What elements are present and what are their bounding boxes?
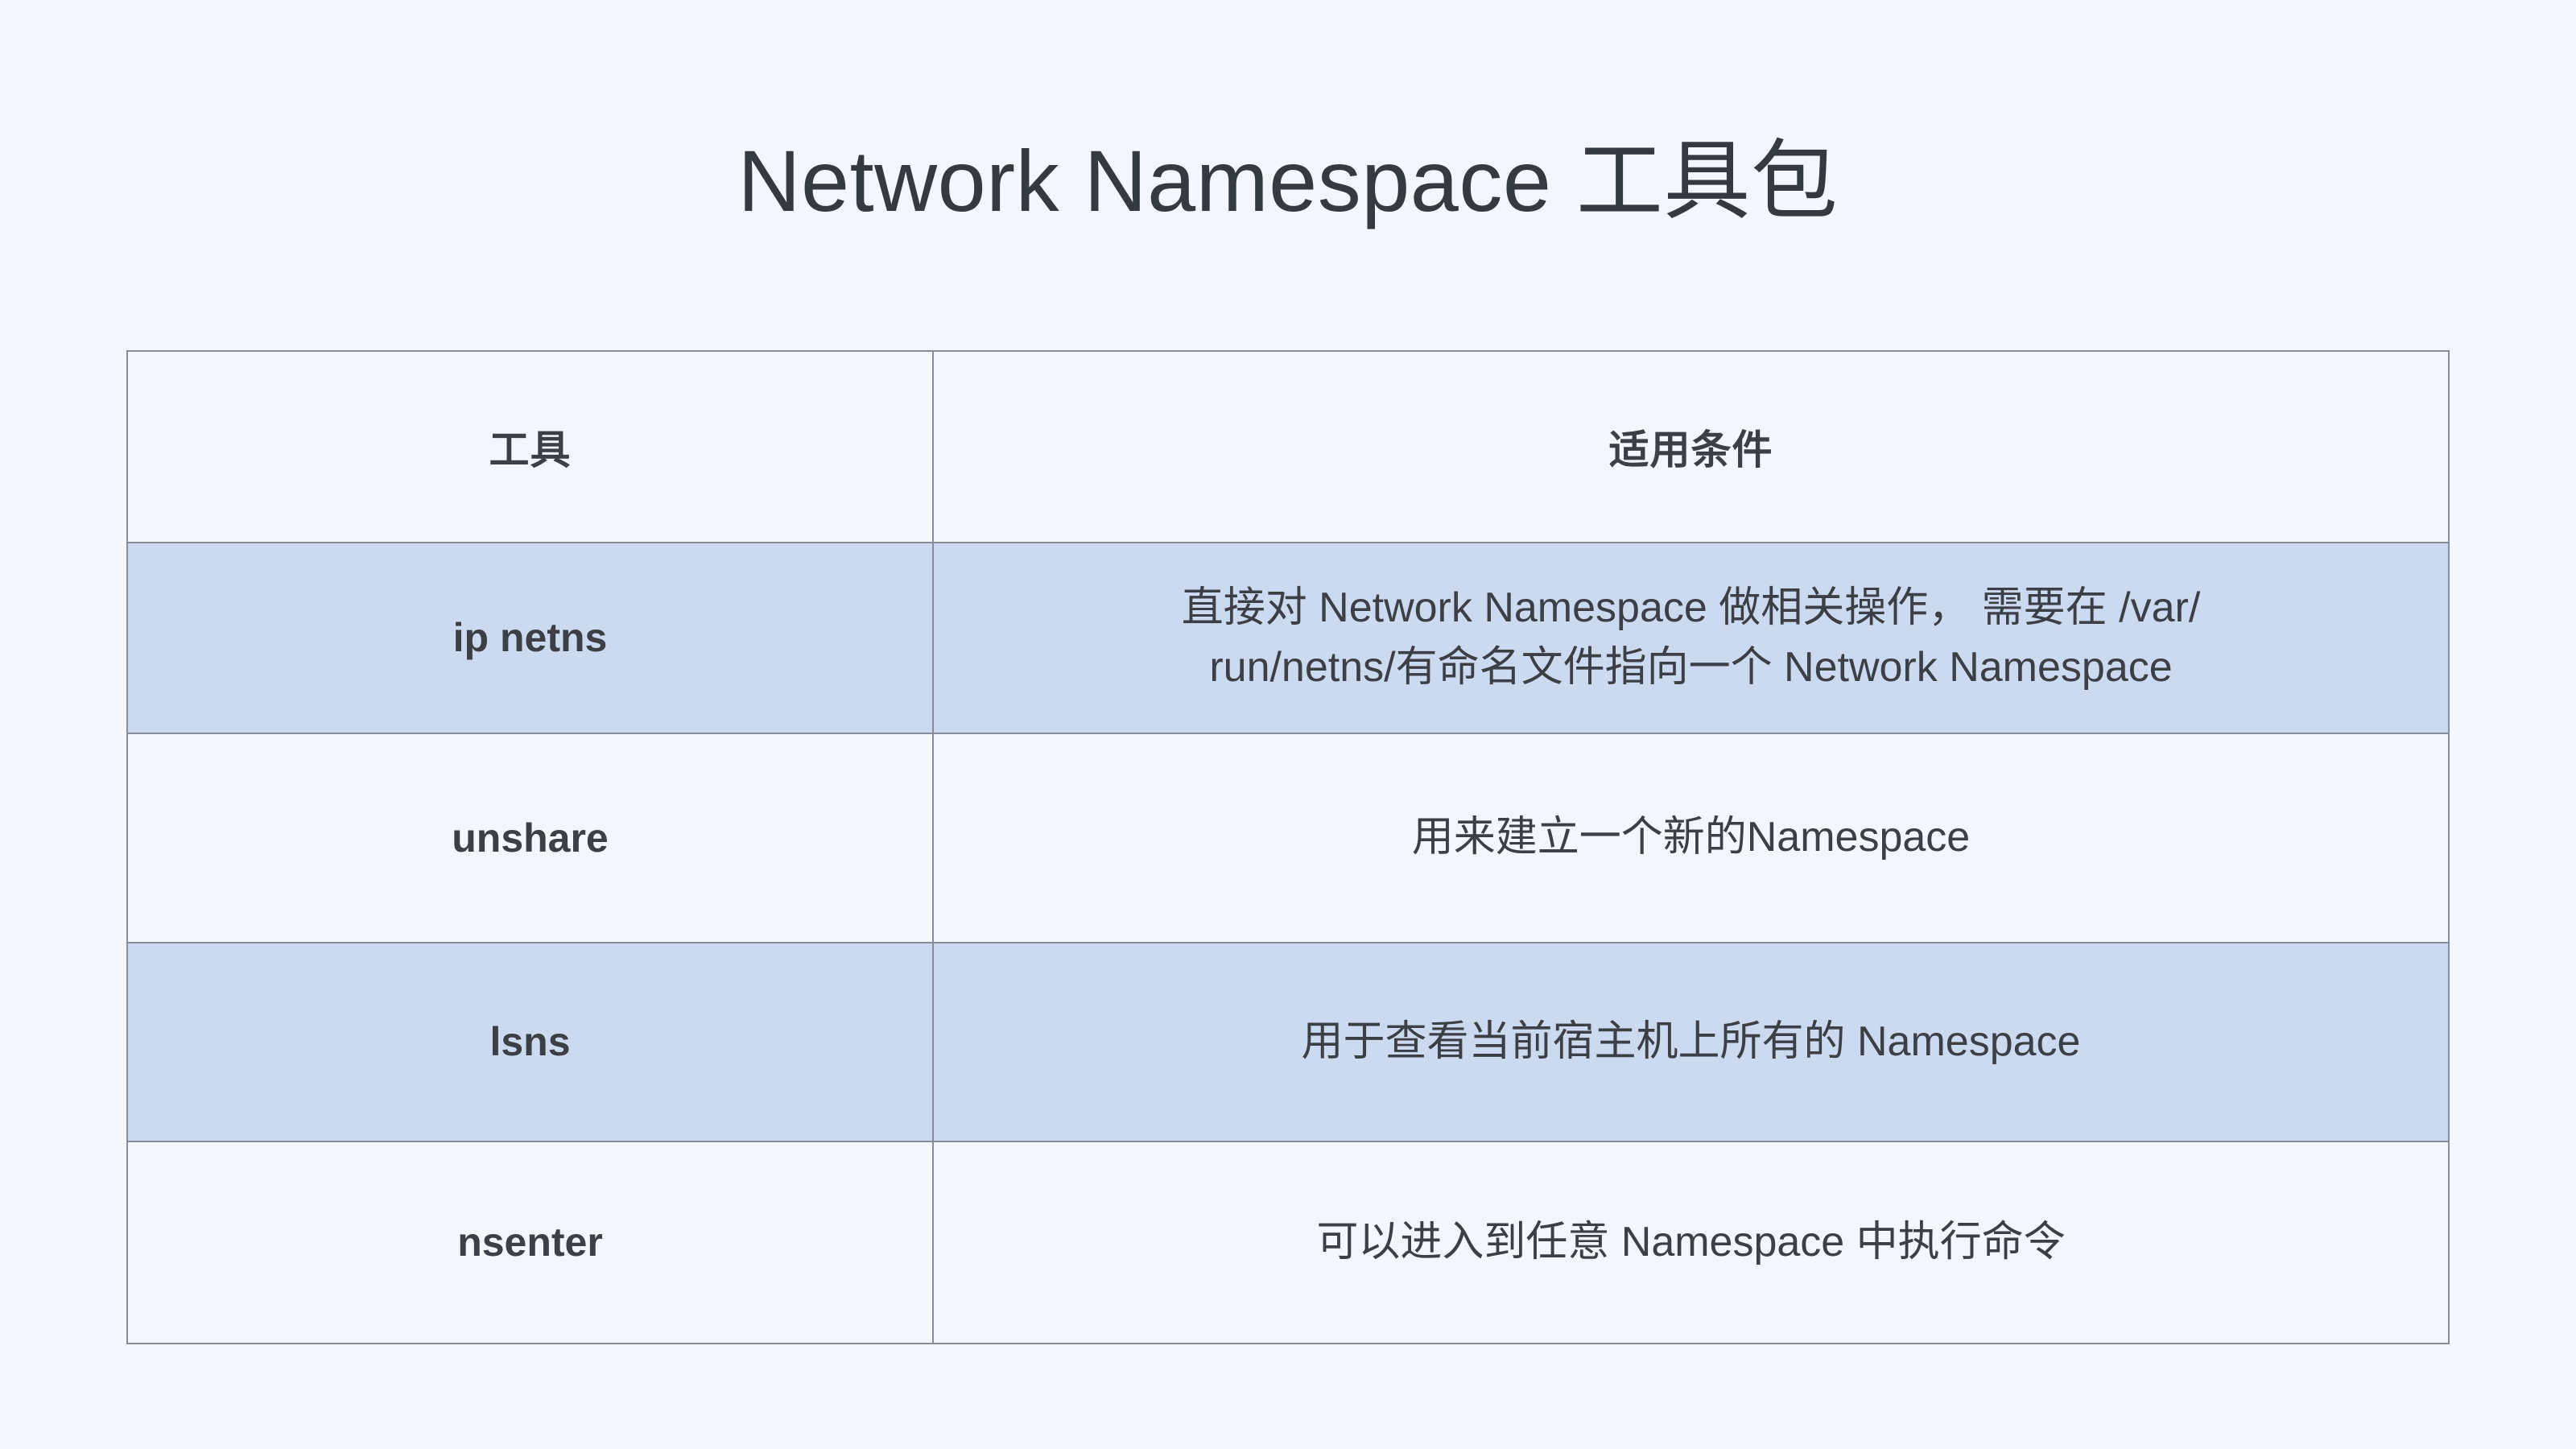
cell-tool-name: unshare	[126, 733, 934, 943]
table-row: nsenter 可以进入到任意 Namespace 中执行命令	[126, 1141, 2450, 1344]
table-body: ip netns 直接对 Network Namespace 做相关操作， 需要…	[126, 542, 2450, 1344]
cell-condition: 可以进入到任意 Namespace 中执行命令	[932, 1141, 2450, 1344]
page-title: Network Namespace 工具包	[737, 132, 1839, 230]
condition-line-2: run/netns/有命名文件指向一个 Network Namespace	[1209, 643, 2173, 691]
condition-line-1: 用来建立一个新的Namespace	[1411, 814, 1971, 861]
table-header-row: 工具 适用条件	[126, 350, 2450, 543]
condition-line-1: 直接对 Network Namespace 做相关操作， 需要在 /var/	[1181, 584, 2201, 631]
cell-condition: 直接对 Network Namespace 做相关操作， 需要在 /var/ r…	[932, 542, 2450, 734]
condition-line-1: 可以进入到任意 Namespace 中执行命令	[1316, 1218, 2066, 1265]
cell-tool-name: ip netns	[126, 542, 934, 734]
table-row: lsns 用于查看当前宿主机上所有的 Namespace	[126, 942, 2450, 1142]
cell-condition: 用于查看当前宿主机上所有的 Namespace	[932, 942, 2450, 1142]
table-header: 工具 适用条件	[126, 350, 2450, 543]
column-header-tool: 工具	[126, 350, 934, 543]
condition-line-1: 用于查看当前宿主机上所有的 Namespace	[1301, 1018, 2081, 1065]
table-row: ip netns 直接对 Network Namespace 做相关操作， 需要…	[126, 542, 2450, 734]
cell-condition: 用来建立一个新的Namespace	[932, 733, 2450, 943]
column-header-condition: 适用条件	[932, 350, 2450, 543]
cell-tool-name: lsns	[126, 942, 934, 1142]
namespace-tool-table: 工具 适用条件 ip netns 直接对 Network Namespace 做…	[126, 350, 2450, 1344]
table-row: unshare 用来建立一个新的Namespace	[126, 733, 2450, 943]
cell-tool-name: nsenter	[126, 1141, 934, 1344]
tool-table-container: 工具 适用条件 ip netns 直接对 Network Namespace 做…	[126, 350, 2450, 1344]
